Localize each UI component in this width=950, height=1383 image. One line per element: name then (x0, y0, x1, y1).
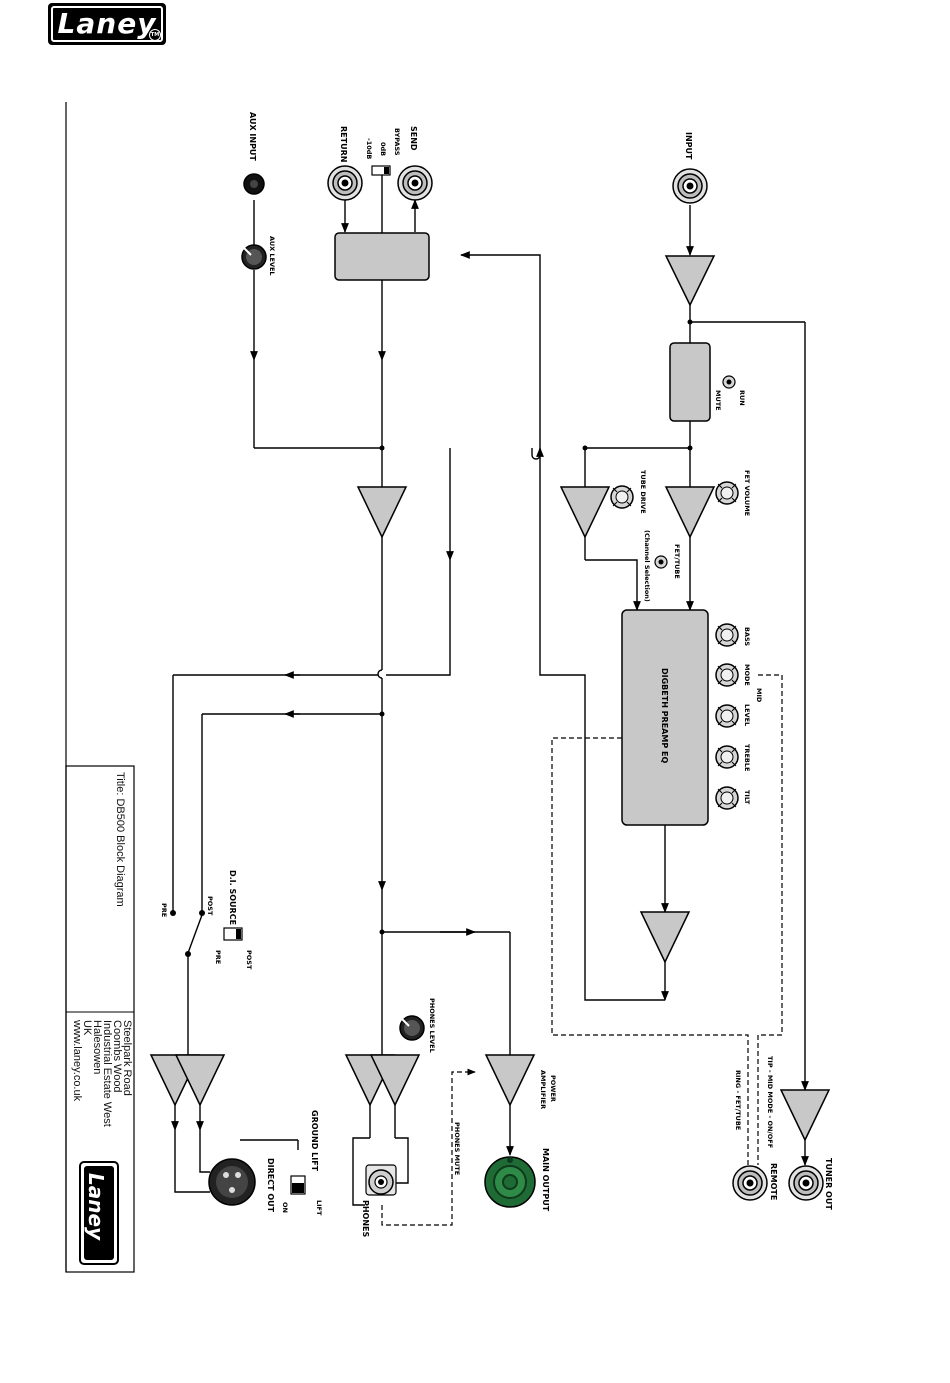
channel-selection-label: (Channel Selection) (643, 530, 651, 602)
aux-input-jack[interactable] (243, 173, 265, 195)
input-label: INPUT (684, 132, 693, 160)
power-amplifier-label-1: POWER (549, 1075, 557, 1102)
preamp-eq-label: DIGBETH PREAMP EQ (660, 668, 669, 763)
trademark-mark: TM (149, 29, 161, 41)
di-source-label: D.I. SOURCE (228, 870, 237, 925)
fet-volume-knob[interactable] (715, 481, 739, 505)
mid-level-label: LEVEL (743, 704, 751, 726)
send-jack[interactable] (397, 165, 433, 201)
bypass-label: BYPASS (393, 128, 401, 156)
zero-db-label: 0dB (379, 142, 387, 156)
power-amplifier-label-2: AMPLIFIER (539, 1070, 547, 1109)
laney-logo: Laney TM (48, 3, 166, 45)
title-text: Title: DB500 Block Diagram (114, 772, 126, 907)
di-source-switch[interactable] (223, 927, 243, 941)
tilt-knob[interactable] (715, 786, 739, 810)
aux-level-knob[interactable] (241, 244, 267, 270)
preamp-eq-block (621, 609, 709, 826)
pre-label: PRE (160, 903, 168, 917)
tip-label: TIP - MID MODE - ON/OFF (766, 1056, 774, 1148)
effects-loop-block (334, 232, 430, 281)
bypass-switch[interactable] (371, 165, 391, 233)
lift-label: LIFT (315, 1200, 323, 1216)
address-line-6: www.laney.co.uk (71, 1019, 83, 1102)
tuner-out-jack[interactable] (788, 1165, 824, 1201)
logo-text: Laney (57, 7, 157, 40)
mid-mode-knob[interactable] (715, 663, 739, 687)
return-label: RETURN (339, 126, 348, 162)
input-jack[interactable] (672, 168, 708, 204)
junction-dots (170, 319, 693, 957)
run-label: RUN (738, 390, 746, 406)
control-wires-dashed (381, 674, 783, 1226)
ground-lift-switch[interactable] (290, 1175, 306, 1195)
remote-jack[interactable] (732, 1165, 768, 1201)
treble-label: TREBLE (743, 744, 751, 771)
return-jack[interactable] (327, 165, 363, 201)
mid-level-knob[interactable] (715, 704, 739, 728)
aux-level-label: AUX LEVEL (268, 236, 276, 276)
send-label: SEND (409, 126, 418, 151)
amplifier-triangles (149, 255, 831, 1142)
tilt-label: TILT (743, 790, 751, 805)
title-block-logo-text: Laney (84, 1173, 108, 1241)
mute-label: MUTE (714, 390, 722, 411)
address-line-4: Halesowen (91, 1020, 103, 1074)
title-block: Title: DB500 Block Diagram Steelpark Roa… (65, 765, 135, 1273)
address-line-3: Industrial Estate West (101, 1020, 113, 1127)
bass-label: BASS (743, 627, 751, 646)
phones-level-knob[interactable] (399, 1015, 425, 1041)
address-line-5: UK (81, 1020, 93, 1036)
mid-mode-label: MODE (743, 664, 751, 686)
switch-pre-label: PRE (214, 950, 222, 964)
direct-out-label: DIRECT OUT (266, 1158, 275, 1213)
main-output-speakon[interactable] (484, 1156, 536, 1208)
main-output-label: MAIN OUTPUT (541, 1148, 550, 1212)
fet-volume-label: FET VOLUME (743, 470, 751, 516)
phones-mute-label: PHONES MUTE (453, 1122, 461, 1175)
aux-input-label: AUX INPUT (248, 112, 257, 161)
fet-tube-label: FET/TUBE (673, 544, 681, 579)
ring-label: RING - FET/TUBE (734, 1070, 742, 1130)
treble-knob[interactable] (715, 745, 739, 769)
address-line-1: Steelpark Road (121, 1020, 133, 1096)
switch-post-label: POST (245, 950, 253, 970)
minus10db-label: -10dB (365, 138, 373, 159)
run-mute-switch[interactable] (722, 375, 736, 389)
tube-drive-knob[interactable] (610, 485, 634, 509)
phones-jack[interactable] (365, 1164, 397, 1196)
phones-label: PHONES (361, 1200, 370, 1238)
on-label: ON (281, 1202, 289, 1213)
labels: INPUT AUX INPUT AUX LEVEL RETURN SEND BY… (160, 112, 833, 1238)
fet-tube-switch[interactable] (654, 555, 668, 569)
post-label: POST (206, 896, 214, 916)
remote-label: REMOTE (769, 1163, 778, 1200)
signal-wires (171, 199, 809, 1206)
mid-label: MID (755, 688, 763, 703)
tube-drive-label: TUBE DRIVE (639, 470, 647, 514)
tuner-out-label: TUNER OUT (824, 1158, 833, 1210)
address-line-2: Coombs Wood (111, 1020, 123, 1093)
bass-knob[interactable] (715, 623, 739, 647)
direct-out-xlr[interactable] (208, 1158, 256, 1206)
title-block-logo: Laney (79, 1161, 119, 1265)
mute-block (669, 342, 711, 422)
ground-lift-label: GROUND LIFT (310, 1110, 319, 1172)
phones-level-label: PHONES LEVEL (428, 998, 436, 1053)
